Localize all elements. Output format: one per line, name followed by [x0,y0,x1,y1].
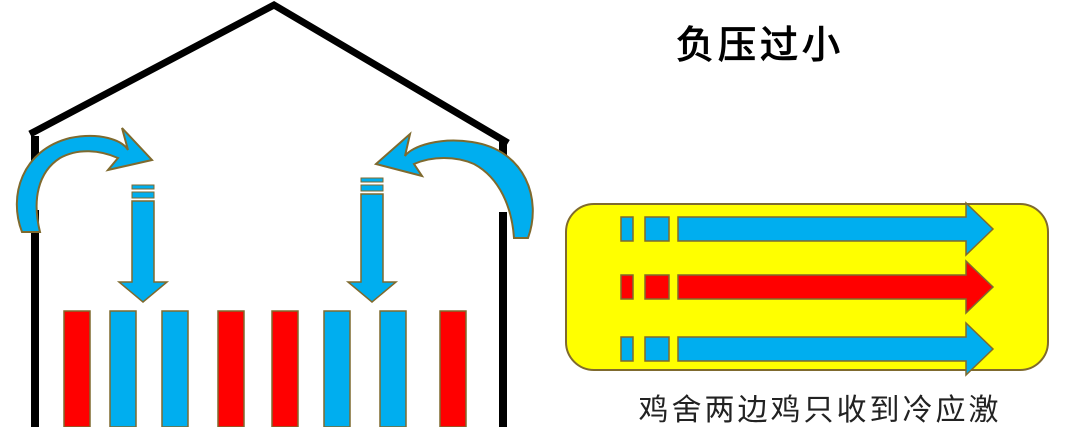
chicken-row-cold [323,310,351,427]
chicken-row-warm [439,310,467,427]
right-arrow-icon [677,259,995,315]
down-arrow-dash [131,184,155,190]
chicken-rows [63,310,467,427]
down-arrow-icon [116,184,170,303]
chicken-row-cold [161,310,189,427]
down-arrow-shaft [116,200,170,303]
curved-arrow-icon [373,131,534,239]
chicken-row-cold [379,310,407,427]
diagram-caption: 鸡舍两边鸡只收到冷应激 [638,393,1002,428]
ventilation-panel [565,201,1049,377]
chicken-row-warm [217,310,245,427]
right-arrow-icon [677,201,995,257]
left-inflow-arrow [15,127,154,233]
stream-dash [620,274,634,300]
stream-arrow-warm [620,259,995,315]
stream-dash [620,336,634,362]
page-title: 负压过小 [675,22,844,67]
down-arrow-shaft [345,193,399,303]
panel-streams [620,201,995,377]
stream-dash [644,274,670,300]
down-flow-arrows [116,177,399,303]
chicken-row-warm [63,310,91,427]
chicken-row-cold [109,310,137,427]
stream-dash [644,216,670,242]
curved-arrow-icon [15,127,154,233]
down-arrow-dash [360,177,384,183]
right-inflow-arrow [373,131,534,239]
barn-structure [28,0,510,427]
down-arrow-icon [345,177,399,303]
stream-dash [644,336,670,362]
right-arrow-icon [677,321,995,377]
stream-arrow-cold [620,201,995,257]
down-arrow-dash [131,191,155,199]
stream-arrow-cold [620,321,995,377]
down-arrow-dash [360,184,384,192]
chicken-row-warm [271,310,299,427]
barn-roof [28,0,510,147]
stream-dash [620,216,634,242]
